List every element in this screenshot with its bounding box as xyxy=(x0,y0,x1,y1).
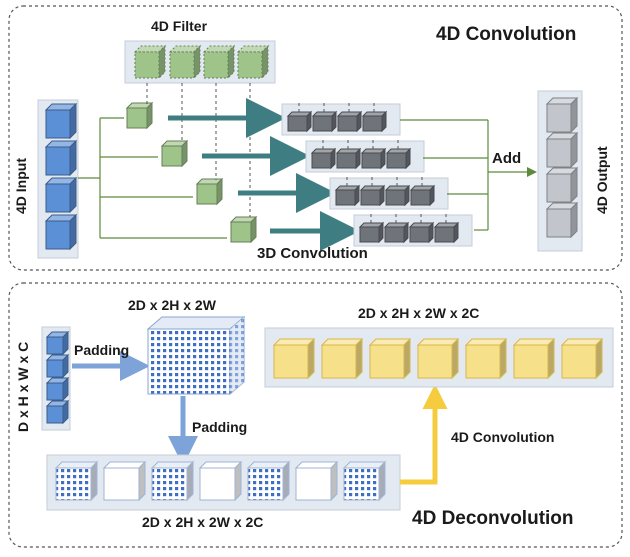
padding-label-2: Padding xyxy=(192,419,247,435)
yellow-cube-1 xyxy=(272,337,316,380)
input-label: 4D Input xyxy=(13,158,29,214)
conv3d-row-3 xyxy=(329,174,449,210)
gray-cube xyxy=(433,221,460,244)
deconv-input-cube-2 xyxy=(45,353,70,379)
teal-arrows xyxy=(168,98,360,251)
padding-label-1: Padding xyxy=(74,342,129,358)
zero-cube xyxy=(102,460,147,502)
add-label: Add xyxy=(492,150,521,167)
conv3d-label: 3D Convolution xyxy=(257,245,368,262)
conv-title: 4D Convolution xyxy=(436,24,576,45)
deconv-input-cubes xyxy=(45,330,70,425)
input-cube-3 xyxy=(44,176,78,214)
output-cube-3 xyxy=(545,166,579,204)
filter-cubes xyxy=(133,44,270,80)
output-cube-4 xyxy=(545,201,579,239)
gray-cube xyxy=(286,110,313,133)
conv3d-row-1 xyxy=(281,100,401,136)
yellow-cube-4 xyxy=(416,337,460,380)
gray-cube xyxy=(334,184,361,207)
deconv-title: 4D Deconvolution xyxy=(412,508,574,529)
kernel-cube-3 xyxy=(195,177,224,206)
zero-cube xyxy=(294,460,339,502)
deconv-input-label: D x H x W x C xyxy=(15,342,31,432)
gray-cube xyxy=(335,147,362,170)
gray-cube xyxy=(310,147,337,170)
deconv-conv-label: 4D Convolution xyxy=(451,429,554,445)
gray-cube xyxy=(408,221,435,244)
filter-cube-4 xyxy=(236,44,270,80)
input-cube-4 xyxy=(44,213,78,251)
yellow-cube-3 xyxy=(368,337,412,380)
gray-cube xyxy=(360,147,387,170)
gray-cube xyxy=(384,184,411,207)
deconv-input-cube-3 xyxy=(45,376,70,402)
output-cubes xyxy=(545,96,579,239)
input-cube-1 xyxy=(44,102,78,140)
padded-cube xyxy=(146,315,246,396)
output-cube-2 xyxy=(545,131,579,169)
filter-cube-1 xyxy=(133,44,167,80)
padded-grid-cube xyxy=(54,460,99,502)
yellow-cube-2 xyxy=(320,337,364,380)
zero-cube xyxy=(198,460,243,502)
gray-cube xyxy=(409,184,436,207)
deconv-input-cube-1 xyxy=(45,330,70,356)
input-cube-2 xyxy=(44,139,78,177)
gray-cube xyxy=(361,110,388,133)
conv3d-row-4 xyxy=(353,211,473,247)
bottom-row-cubes xyxy=(54,460,387,502)
add-lines xyxy=(400,119,537,231)
conv3d-rows xyxy=(281,100,473,247)
deconv-conv-arrow xyxy=(400,384,448,485)
padded-grid-cube xyxy=(246,460,291,502)
deconv-output-cubes xyxy=(272,337,604,380)
gray-cube xyxy=(358,221,385,244)
yellow-cube-7 xyxy=(560,337,604,380)
filter-label: 4D Filter xyxy=(151,18,208,34)
branch-lines xyxy=(78,117,227,239)
kernel-cubes xyxy=(125,101,258,244)
bottom-label: 2D x 2H x 2W x 2C xyxy=(142,514,263,530)
yellow-cube-6 xyxy=(512,337,556,380)
kernel-cube-4 xyxy=(229,215,258,244)
gray-cube xyxy=(385,147,412,170)
filter-cube-3 xyxy=(202,44,236,80)
output-label: 4D Output xyxy=(594,146,610,214)
conv3d-row-2 xyxy=(305,137,425,173)
kernel-cube-2 xyxy=(160,139,189,168)
padded-grid-cube xyxy=(150,460,195,502)
gray-cube xyxy=(311,110,338,133)
filter-cube-2 xyxy=(168,44,202,80)
gray-cube xyxy=(336,110,363,133)
padded-label: 2D x 2H x 2W xyxy=(128,297,217,313)
padded-grid-cube xyxy=(342,460,387,502)
deconv-input-cube-4 xyxy=(45,399,70,425)
deconv-output-label: 2D x 2H x 2W x 2C xyxy=(358,305,479,321)
filter-drops xyxy=(146,83,251,217)
gray-cube xyxy=(383,221,410,244)
kernel-cube-1 xyxy=(125,101,154,130)
yellow-cube-5 xyxy=(464,337,508,380)
gray-cube xyxy=(359,184,386,207)
input-cubes xyxy=(44,102,78,251)
output-cube-1 xyxy=(545,96,579,134)
